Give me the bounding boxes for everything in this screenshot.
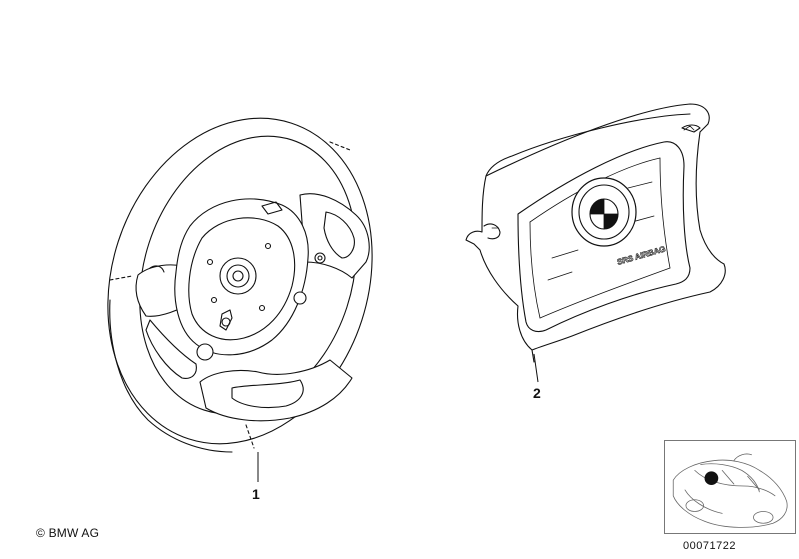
airbag-module[interactable] <box>465 103 726 363</box>
location-marker <box>704 471 719 486</box>
bmw-logo <box>571 177 637 247</box>
rim-seam-top <box>329 141 351 151</box>
rim-seam-bottom <box>245 424 255 449</box>
diagram-number: 00071722 <box>683 540 736 552</box>
callout-1[interactable]: 1 <box>252 486 260 502</box>
car-outline-icon <box>672 453 788 528</box>
callout-2[interactable]: 2 <box>533 385 541 401</box>
vehicle-location-thumbnail <box>664 440 796 534</box>
rim-seam-left <box>109 275 133 281</box>
leader-line-2 <box>533 353 539 383</box>
steering-wheel[interactable] <box>67 84 413 479</box>
copyright-notice: © BMW AG <box>36 526 100 540</box>
steering-wheel-rim-side <box>109 299 233 453</box>
